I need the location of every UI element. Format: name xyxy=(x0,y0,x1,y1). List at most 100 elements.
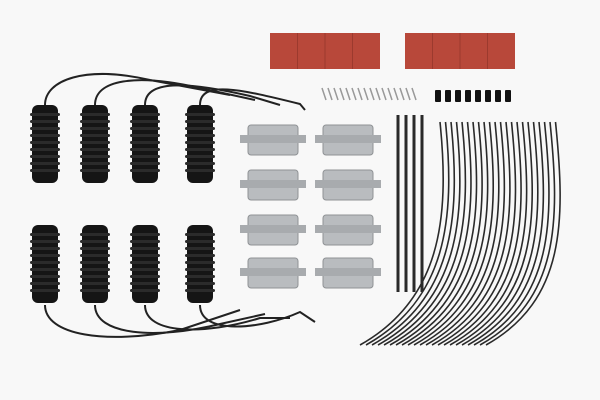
bellow-rib xyxy=(30,268,60,271)
cable-tie xyxy=(431,121,511,346)
bellow-resistors xyxy=(30,105,215,303)
cable-tie xyxy=(413,121,495,346)
wire xyxy=(44,73,231,106)
bellow-rib xyxy=(185,169,215,172)
bellow-rib xyxy=(80,148,110,151)
cable-tie xyxy=(419,121,500,346)
bellow-rib xyxy=(185,254,215,257)
bellow-rib xyxy=(80,268,110,271)
bellow-rib xyxy=(130,127,160,130)
connector-cap xyxy=(505,90,511,102)
bellow-rib xyxy=(130,169,160,172)
wire xyxy=(144,304,290,331)
cable-tie xyxy=(407,121,489,346)
bellow-rib xyxy=(185,247,215,250)
bellow-rib xyxy=(130,268,160,271)
bellow-rib xyxy=(80,127,110,130)
pin xyxy=(387,87,393,101)
bellow-rib xyxy=(130,233,160,236)
clip-tab xyxy=(240,225,306,233)
pin xyxy=(405,87,411,101)
bellow-rib xyxy=(130,247,160,250)
bellow-rib xyxy=(130,134,160,137)
pin xyxy=(369,87,375,101)
bellow-rib xyxy=(80,113,110,116)
clip-tab xyxy=(240,135,306,143)
wire xyxy=(199,304,316,328)
bellow-rib xyxy=(30,233,60,236)
pin xyxy=(351,87,357,101)
cable-tie xyxy=(371,121,456,346)
bellow-rib xyxy=(130,282,160,285)
wire xyxy=(199,88,306,111)
bellow-rib xyxy=(130,148,160,151)
bellow-rib xyxy=(30,169,60,172)
bellow-rib xyxy=(130,275,160,278)
bellow-rib xyxy=(185,162,215,165)
cable-tie xyxy=(449,121,528,346)
adhesive-pads xyxy=(270,33,515,69)
bellow-rib xyxy=(130,240,160,243)
bellow-rib xyxy=(80,233,110,236)
bellow-rib xyxy=(80,155,110,158)
bellow-rib xyxy=(80,169,110,172)
bellow-rib xyxy=(185,233,215,236)
connector-cap xyxy=(455,90,461,102)
connector-cap xyxy=(465,90,471,102)
bellow-rib xyxy=(130,155,160,158)
cable-tie xyxy=(479,121,556,346)
cable-tie xyxy=(365,121,450,346)
pin xyxy=(411,87,417,101)
connector-cap xyxy=(435,90,441,102)
bellow-rib xyxy=(185,127,215,130)
bellow-rib xyxy=(185,282,215,285)
cable-tie xyxy=(485,121,561,346)
connector-cap xyxy=(495,90,501,102)
bellow-rib xyxy=(185,141,215,144)
pin xyxy=(345,87,351,101)
cable-tie xyxy=(401,121,483,346)
bellow-rib xyxy=(80,134,110,137)
pin xyxy=(327,87,333,101)
bellow-rib xyxy=(130,120,160,123)
cable-tie xyxy=(359,121,444,346)
bellow-rib xyxy=(30,240,60,243)
connector-cap xyxy=(485,90,491,102)
clip-tab xyxy=(315,180,381,188)
bellow-rib xyxy=(80,247,110,250)
cable-tie xyxy=(383,121,467,346)
bellow-rib xyxy=(80,141,110,144)
bellow-rib xyxy=(130,261,160,264)
bellow-rib xyxy=(30,155,60,158)
bellow-rib xyxy=(30,162,60,165)
bellow-rib xyxy=(185,134,215,137)
bellow-rib xyxy=(130,113,160,116)
bellow-rib xyxy=(30,120,60,123)
bellow-rib xyxy=(130,289,160,292)
bellow-rib xyxy=(30,127,60,130)
bellow-rib xyxy=(30,275,60,278)
connector-cap xyxy=(445,90,451,102)
bellow-rib xyxy=(30,113,60,116)
cable-tie xyxy=(461,121,539,346)
bellow-rib xyxy=(130,254,160,257)
pin xyxy=(381,87,387,101)
pin xyxy=(375,87,381,101)
pin xyxy=(357,87,363,101)
cable-ties xyxy=(359,115,561,346)
pin xyxy=(393,87,399,101)
bellow-rib xyxy=(30,289,60,292)
pin xyxy=(363,87,369,101)
wires xyxy=(44,73,316,338)
bellow-rib xyxy=(80,254,110,257)
wire xyxy=(94,304,266,334)
cable-tie xyxy=(473,121,550,346)
metal-clips xyxy=(240,124,381,289)
bellow-rib xyxy=(185,275,215,278)
bellow-rib xyxy=(30,261,60,264)
bellow-rib xyxy=(130,141,160,144)
clip-tab xyxy=(315,268,381,276)
bellow-rib xyxy=(185,113,215,116)
clip-tab xyxy=(315,135,381,143)
